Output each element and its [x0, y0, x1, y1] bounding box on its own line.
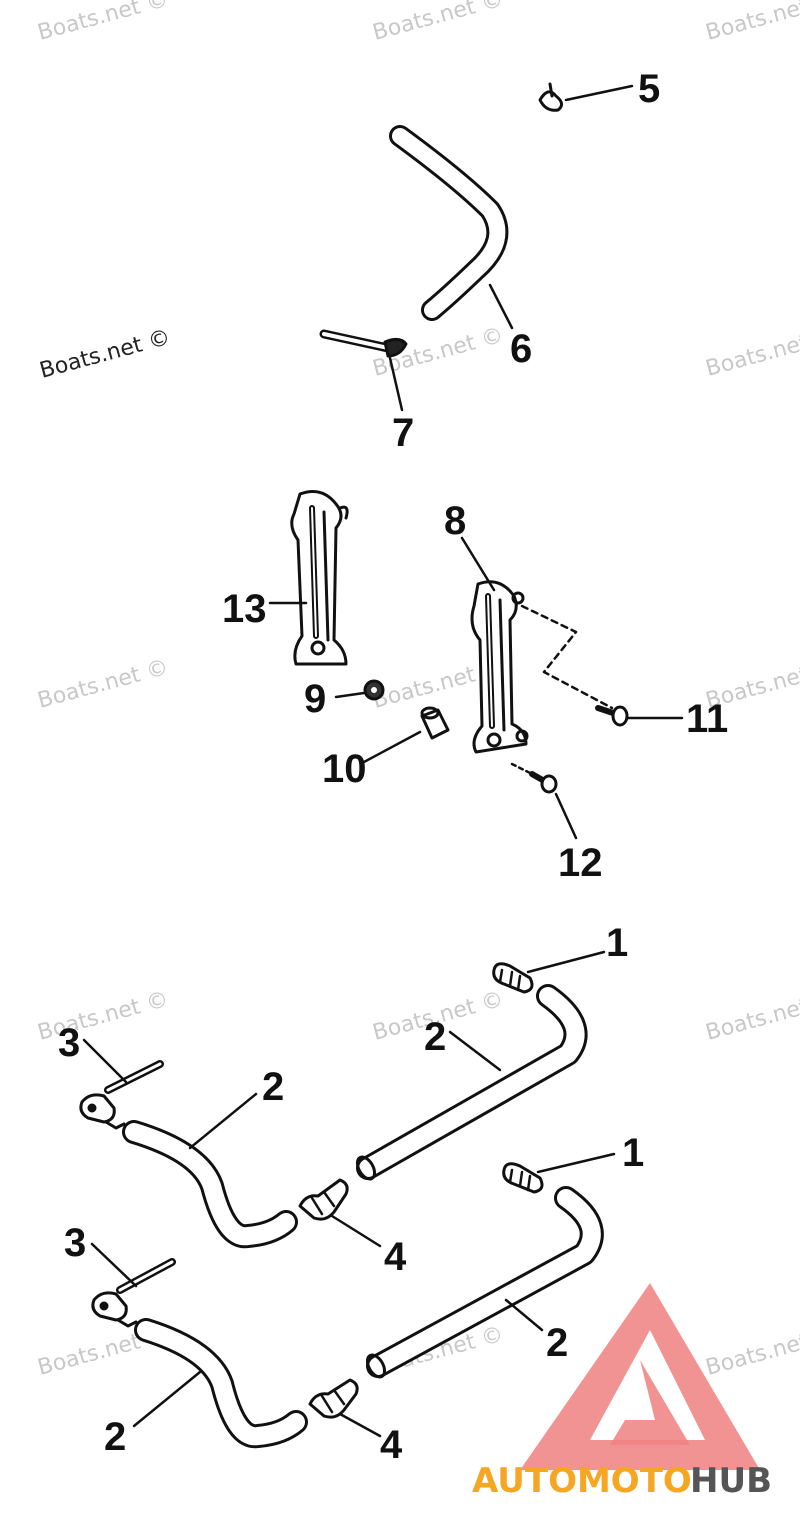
part-10-spacer: [420, 706, 450, 740]
watermark: Boats.net ©: [370, 0, 506, 46]
part-4-connector-lower: [308, 1378, 359, 1419]
watermark: Boats.net ©: [35, 987, 171, 1046]
callout-2-lower-long: 2: [546, 1321, 568, 1365]
leader-5: [564, 84, 634, 102]
part-6-hose: [389, 125, 509, 321]
part-8-bracket: [470, 580, 529, 754]
callout-1-lower: 1: [622, 1131, 644, 1175]
leader-2-upper-long: [448, 1030, 502, 1072]
callout-3-upper: 3: [58, 1021, 80, 1065]
part-5-fitting: [538, 82, 563, 112]
watermarks: Boats.net © Boats.net © Boats.net © Boat…: [35, 0, 800, 1381]
leader-8: [460, 536, 496, 592]
leader-4-upper: [330, 1214, 382, 1248]
watermark: Boats.net ©: [35, 0, 171, 46]
part-3-valve-upper: [79, 1060, 164, 1130]
callout-8: 8: [444, 499, 466, 543]
callout-5: 5: [638, 67, 660, 111]
leader-10: [362, 730, 422, 764]
leader-1-lower: [536, 1152, 616, 1174]
brand-logo: AUTOMOTO HUB: [472, 1283, 772, 1501]
watermark: Boats.net ©: [703, 0, 800, 46]
part-1-fitting-lower: [502, 1162, 544, 1194]
callouts: 5 6 7 8 13 9 11 10 12 1 3 2 2 1 4 3 2 2 …: [58, 67, 728, 1467]
callout-6: 6: [510, 327, 532, 371]
watermark: Boats.net ©: [703, 1322, 800, 1381]
callout-11: 11: [686, 697, 728, 741]
assembly-dashed-line: [520, 604, 614, 710]
callout-2-lower-short: 2: [104, 1415, 126, 1459]
part-2-hose-upper-long: [355, 984, 588, 1181]
leader-2-upper-short: [188, 1092, 258, 1150]
callout-2-upper-short: 2: [262, 1065, 284, 1109]
callout-3-lower: 3: [64, 1221, 86, 1265]
leader-2-lower-short: [132, 1370, 202, 1428]
callout-1-upper: 1: [606, 921, 628, 965]
part-11-screw: [595, 705, 629, 727]
callout-9: 9: [304, 677, 326, 721]
callout-12: 12: [558, 841, 603, 885]
watermark: Boats.net ©: [703, 987, 800, 1046]
watermark: Boats.net ©: [37, 325, 173, 384]
brand-name-part2: HUB: [690, 1461, 772, 1501]
part-3-valve-lower: [91, 1258, 176, 1328]
part-9-washer: [363, 679, 385, 701]
leader-3-upper: [82, 1038, 128, 1084]
brand-name-part1: AUTOMOTO: [472, 1461, 692, 1501]
watermark: Boats.net ©: [35, 655, 171, 714]
leader-12: [554, 792, 578, 840]
part-2-hose-lower-long: [365, 1186, 604, 1379]
part-2-hose-upper-short: [122, 1120, 298, 1249]
logo-inner-mark: [610, 1360, 690, 1445]
part-4-connector-upper: [298, 1178, 349, 1221]
part-13-bracket: [290, 490, 349, 666]
leader-1-upper: [526, 950, 606, 974]
callout-10: 10: [322, 747, 367, 791]
leader-4-lower: [338, 1412, 382, 1438]
leader-9: [334, 691, 366, 699]
leader-2-lower-long: [504, 1298, 544, 1332]
part-12-screw: [510, 762, 558, 794]
leader-3-lower: [90, 1242, 138, 1288]
callout-2-upper-long: 2: [424, 1015, 446, 1059]
watermark: Boats.net ©: [703, 323, 800, 382]
callout-4-upper: 4: [384, 1235, 407, 1279]
callout-13: 13: [222, 587, 267, 631]
callout-7: 7: [392, 411, 414, 455]
leader-6: [488, 283, 514, 330]
leader-7: [388, 356, 404, 412]
logo-triangle: [520, 1283, 760, 1470]
part-2-hose-lower-short: [134, 1318, 308, 1449]
part-1-fitting-upper: [492, 962, 534, 994]
part-7-tie-strap: [319, 329, 408, 358]
callout-4-lower: 4: [380, 1423, 403, 1467]
